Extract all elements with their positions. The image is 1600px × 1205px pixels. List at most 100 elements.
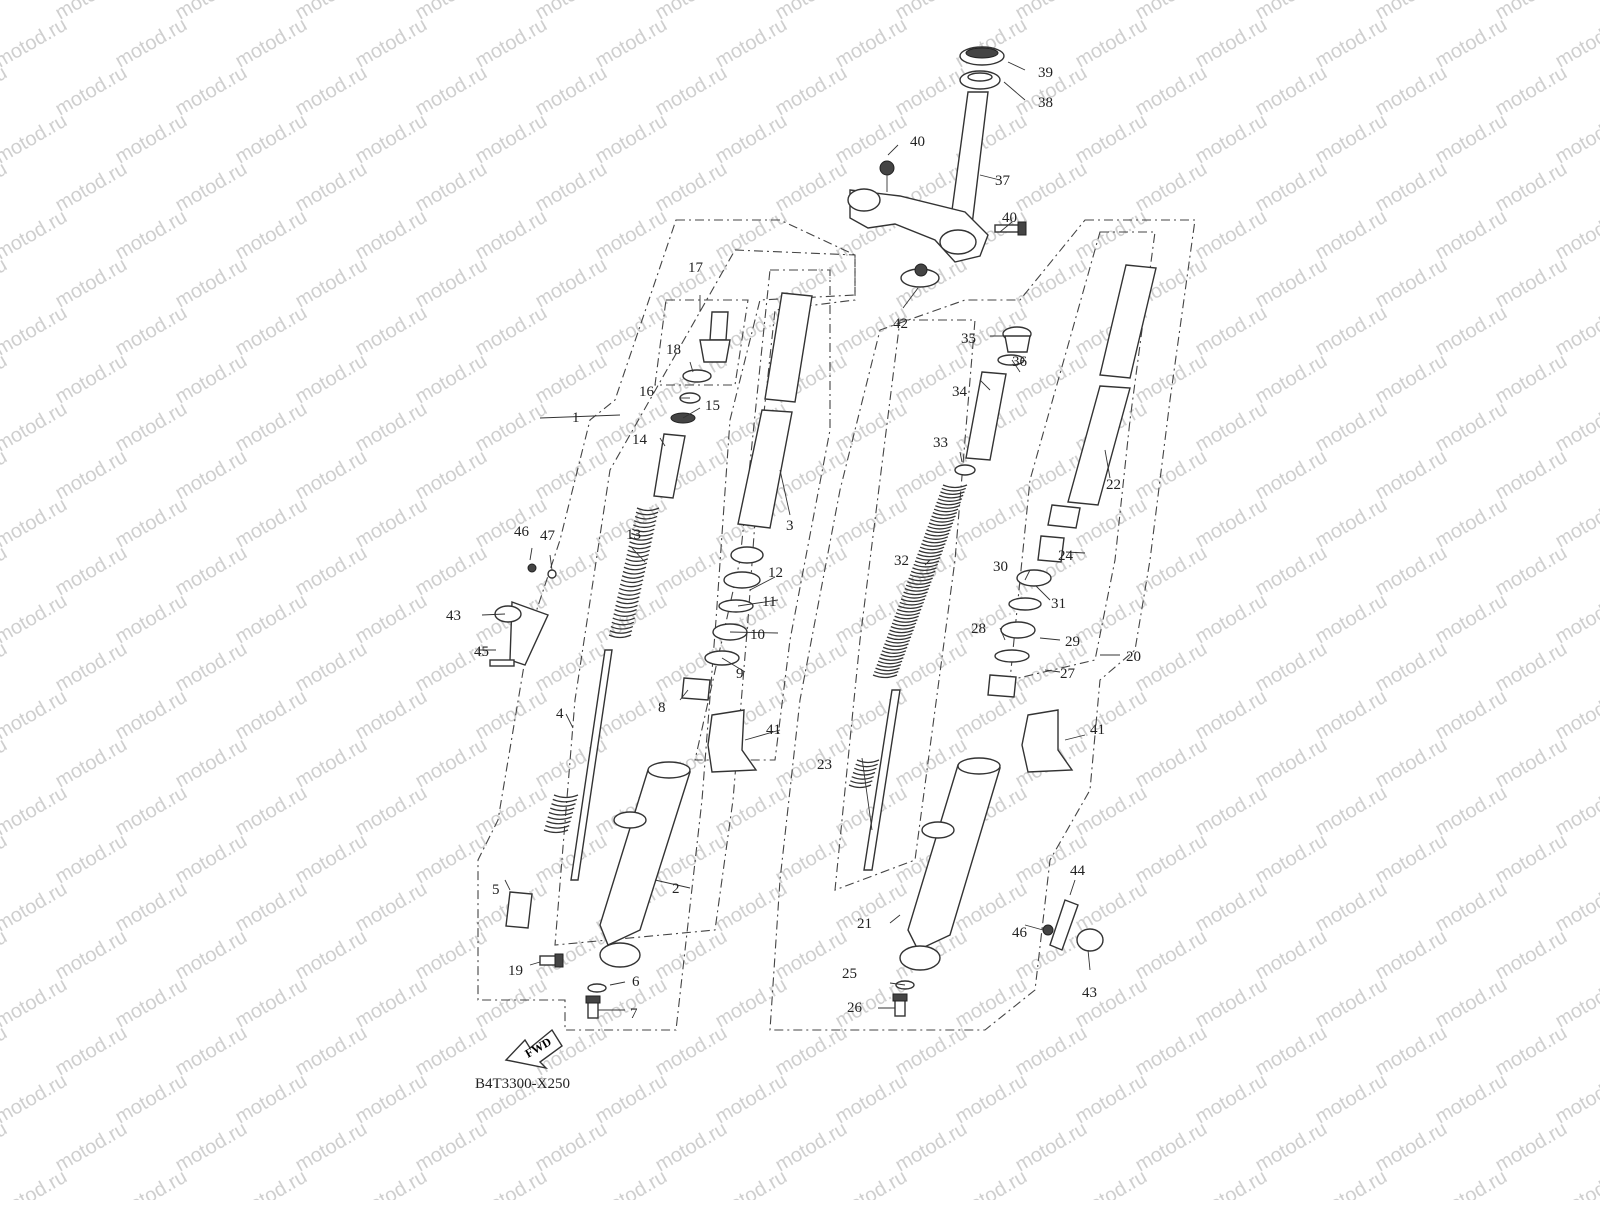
watermark-text: motod.ru	[112, 686, 191, 745]
watermark-text: motod.ru	[1492, 62, 1571, 121]
fork-protector-41-right	[1022, 710, 1072, 772]
watermark-text: motod.ru	[352, 974, 431, 1033]
watermark-text: motod.ru	[532, 926, 611, 985]
watermark-text: motod.ru	[1312, 110, 1391, 169]
watermark-text: motod.ru	[832, 398, 911, 457]
watermark-text: motod.ru	[52, 542, 131, 601]
watermark-text: motod.ru	[712, 1166, 791, 1200]
watermark-text: motod.ru	[472, 686, 551, 745]
watermark-text: motod.ru	[352, 1070, 431, 1129]
watermark-text: motod.ru	[1252, 158, 1331, 217]
cable-guide-42	[901, 264, 939, 287]
watermark-text: motod.ru	[0, 398, 71, 457]
leader-line	[505, 880, 510, 890]
watermark-text: motod.ru	[412, 350, 491, 409]
watermark-text: motod.ru	[1372, 350, 1451, 409]
watermark-text: motod.ru	[52, 638, 131, 697]
watermark-text: motod.ru	[1312, 782, 1391, 841]
watermark-text: motod.ru	[1492, 542, 1571, 601]
watermark-text: motod.ru	[1012, 254, 1091, 313]
watermark-text: motod.ru	[1492, 446, 1571, 505]
watermark-text: motod.ru	[712, 1070, 791, 1129]
watermark-text: motod.ru	[172, 1118, 251, 1177]
callout-c2: 2	[672, 881, 680, 897]
watermark-text: motod.ru	[232, 206, 311, 265]
watermark-text: motod.ru	[1192, 878, 1271, 937]
watermark-text: motod.ru	[1552, 1166, 1600, 1200]
watermark-text: motod.ru	[1312, 1070, 1391, 1129]
watermark-text: motod.ru	[112, 398, 191, 457]
watermark-text: motod.ru	[1312, 302, 1391, 361]
watermark-text: motod.ru	[1432, 14, 1511, 73]
watermark-text: motod.ru	[412, 446, 491, 505]
watermark-text: motod.ru	[0, 1166, 71, 1200]
watermark-text: motod.ru	[472, 1166, 551, 1200]
watermark-text: motod.ru	[1432, 110, 1511, 169]
callout-c43a: 43	[446, 608, 461, 624]
watermark-text: motod.ru	[772, 734, 851, 793]
callout-c9: 9	[736, 666, 744, 682]
callout-c41b: 41	[1090, 722, 1105, 738]
watermark-text: motod.ru	[772, 1022, 851, 1081]
watermark-text: motod.ru	[1432, 686, 1511, 745]
watermark-text: motod.ru	[292, 446, 371, 505]
watermark-text: motod.ru	[292, 350, 371, 409]
watermark-text: motod.ru	[772, 62, 851, 121]
watermark-text: motod.ru	[952, 494, 1031, 553]
watermark-text: motod.ru	[1312, 14, 1391, 73]
watermark-text: motod.ru	[1072, 1070, 1151, 1129]
watermark-text: motod.ru	[1252, 446, 1331, 505]
watermark-text: motod.ru	[1012, 1022, 1091, 1081]
watermark-text: motod.ru	[112, 1070, 191, 1129]
callout-c39: 39	[1038, 65, 1053, 81]
callout-c32: 32	[894, 553, 909, 569]
watermark-text: motod.ru	[1132, 830, 1211, 889]
watermark-text: motod.ru	[232, 590, 311, 649]
leader-line	[540, 415, 620, 418]
callout-c23: 23	[817, 757, 832, 773]
callout-c19: 19	[508, 963, 523, 979]
watermark-text: motod.ru	[1492, 1022, 1571, 1081]
callout-c14: 14	[632, 432, 648, 448]
callout-c22: 22	[1106, 477, 1121, 493]
watermark-text: motod.ru	[1072, 206, 1151, 265]
watermark-text: motod.ru	[1072, 878, 1151, 937]
callout-c33: 33	[933, 435, 948, 451]
watermark-text: motod.ru	[172, 62, 251, 121]
watermark-text: motod.ru	[1432, 590, 1511, 649]
watermark-text: motod.ru	[472, 206, 551, 265]
watermark-text: motod.ru	[472, 494, 551, 553]
watermark-text: motod.ru	[1252, 350, 1331, 409]
watermark-text: motod.ru	[52, 830, 131, 889]
watermark-text: motod.ru	[412, 926, 491, 985]
watermark-text: motod.ru	[0, 1070, 71, 1129]
callout-c47: 47	[540, 528, 556, 544]
watermark-text: motod.ru	[412, 1118, 491, 1177]
cap-bolt-35	[1003, 327, 1031, 352]
watermark-text: motod.ru	[232, 398, 311, 457]
watermark-text: motod.ru	[292, 926, 371, 985]
watermark-text: motod.ru	[172, 350, 251, 409]
watermark-text: motod.ru	[52, 734, 131, 793]
callout-c45: 45	[474, 644, 489, 660]
callout-c6: 6	[632, 974, 640, 990]
watermark-text: motod.ru	[412, 734, 491, 793]
callout-c1: 1	[572, 410, 580, 426]
watermark-text: motod.ru	[352, 878, 431, 937]
callout-c20: 20	[1126, 649, 1141, 665]
watermark-text: motod.ru	[1192, 1070, 1271, 1129]
callout-c15: 15	[705, 398, 720, 414]
watermark-text: motod.ru	[1492, 254, 1571, 313]
watermark-text: motod.ru	[472, 974, 551, 1033]
watermark-text: motod.ru	[712, 782, 791, 841]
watermark-text: motod.ru	[352, 302, 431, 361]
watermark-text: motod.ru	[1432, 206, 1511, 265]
watermark-text: motod.ru	[832, 110, 911, 169]
watermark-text: motod.ru	[232, 686, 311, 745]
watermark-text: motod.ru	[532, 62, 611, 121]
watermark-text: motod.ru	[1432, 302, 1511, 361]
watermark-text: motod.ru	[1132, 638, 1211, 697]
watermark-text: motod.ru	[352, 686, 431, 745]
